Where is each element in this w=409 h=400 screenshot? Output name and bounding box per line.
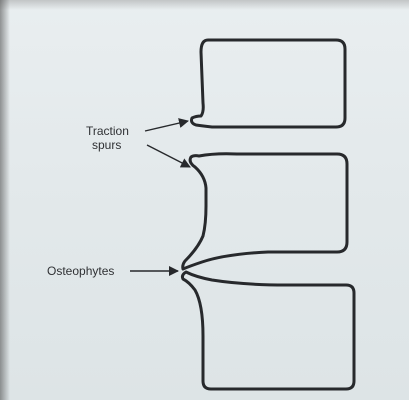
paper-shadow-left — [0, 0, 10, 400]
traction-spurs-label-line1: Traction — [86, 124, 129, 138]
middle-vertebra — [181, 152, 349, 271]
osteophytes-label: Osteophytes — [47, 264, 114, 278]
paper-shadow-top — [0, 0, 409, 10]
upper-vertebra — [190, 38, 347, 129]
traction-spurs-arrow-upper — [144, 118, 189, 132]
traction-spurs-label-line2: spurs — [92, 138, 121, 152]
lower-vertebra — [180, 270, 356, 391]
traction-spurs-arrow-lower — [146, 144, 191, 168]
